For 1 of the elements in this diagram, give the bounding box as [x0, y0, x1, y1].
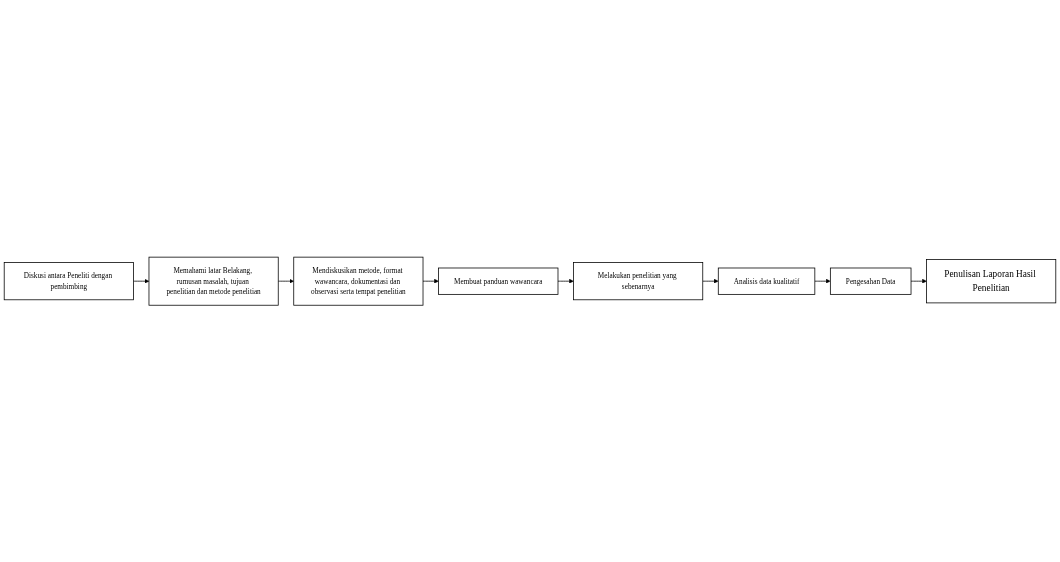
node-box: Penulisan Laporan Hasil Penelitian: [926, 258, 1057, 304]
